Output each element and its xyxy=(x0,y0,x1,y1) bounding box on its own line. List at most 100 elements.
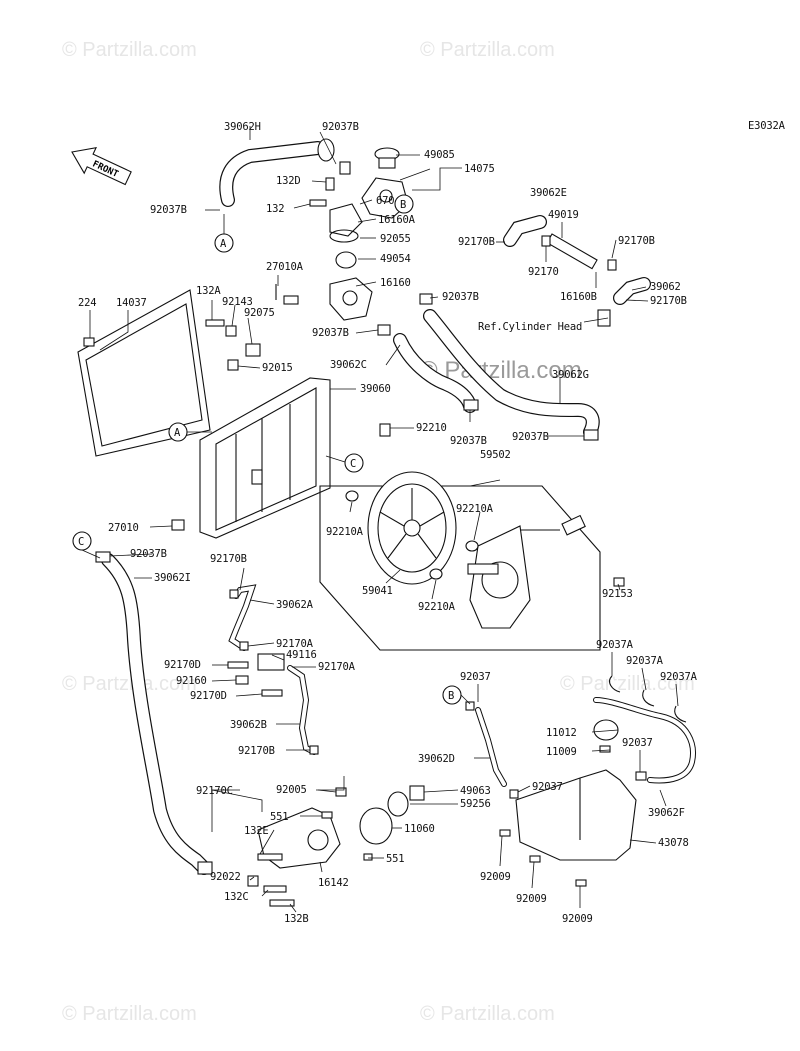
clamp-icon xyxy=(607,259,617,271)
part-label: 39060 xyxy=(360,383,391,395)
callout-b-lower: B xyxy=(442,685,471,705)
part-label: 39062E xyxy=(530,187,567,199)
clamp-icon xyxy=(197,861,213,875)
svg-text:C: C xyxy=(78,536,84,548)
part-label: 49063 xyxy=(460,785,491,797)
valve-49116-icon xyxy=(257,653,285,671)
part-labels: 39062H 92037B 49085 14075 132D 670 132 1… xyxy=(78,121,698,925)
part-label: 92037B xyxy=(450,435,487,447)
hose-39062d xyxy=(475,707,507,787)
clamp-icon xyxy=(229,589,239,599)
clamp-icon xyxy=(239,641,249,651)
part-label: 11009 xyxy=(546,746,577,758)
part-label: 59502 xyxy=(480,449,511,461)
dowel-icon xyxy=(321,811,333,819)
part-label: 39062C xyxy=(330,359,367,371)
grommet-icon xyxy=(379,423,391,437)
fan-motor-shroud-icon xyxy=(467,525,531,629)
grommet-icon xyxy=(465,540,479,552)
watermark: © Partzilla.com xyxy=(560,673,695,695)
clamp-icon xyxy=(583,429,599,441)
callout-b-upper: B xyxy=(394,194,414,214)
dowel-icon xyxy=(363,853,373,861)
part-label: 27010 xyxy=(108,522,139,534)
part-label: 132A xyxy=(196,285,221,297)
part-label: 92143 xyxy=(222,296,253,308)
clip-icon xyxy=(227,661,249,669)
callout-a-upper: A xyxy=(214,214,234,253)
radiator-cap-icon xyxy=(374,147,400,169)
watermark: © Partzilla.com xyxy=(420,1003,555,1025)
thermostat-icon xyxy=(335,251,357,269)
radiator-screen-14037-icon xyxy=(77,289,211,457)
clamp-icon xyxy=(463,399,479,411)
part-label: 14075 xyxy=(464,163,495,175)
fan-wiring-icon xyxy=(520,514,586,536)
part-label: 670 xyxy=(376,195,394,207)
hose-39062b xyxy=(287,665,317,755)
clamp-icon xyxy=(309,745,319,755)
part-label: 132 xyxy=(266,203,284,215)
part-label: 92210A xyxy=(418,601,456,613)
part-label: 92037A xyxy=(660,671,698,683)
part-label: 92037B xyxy=(130,548,167,560)
diagram-code: E3032A xyxy=(748,120,786,132)
bolt-icon xyxy=(257,853,283,861)
part-label: 92170C xyxy=(196,785,233,797)
part-label: 59041 xyxy=(362,585,393,597)
thermostat-cover-icon xyxy=(329,203,363,237)
part-label: 92210A xyxy=(456,503,494,515)
clamp-icon xyxy=(95,551,111,563)
clamp-icon xyxy=(339,161,351,175)
bolt-icon xyxy=(269,899,295,907)
bolt-icon xyxy=(529,855,541,863)
part-label: 132D xyxy=(276,175,301,187)
leader-lines xyxy=(89,126,679,913)
nut-icon xyxy=(227,359,239,371)
clip-icon xyxy=(335,787,347,797)
part-label: 59256 xyxy=(460,798,491,810)
part-label: 92037 xyxy=(532,781,563,793)
part-label: 16142 xyxy=(318,877,349,889)
watermark: © Partzilla.com xyxy=(62,673,197,695)
part-label: 92170B xyxy=(238,745,275,757)
callout-c-lower: C xyxy=(72,531,101,559)
part-label: 92037A xyxy=(626,655,664,667)
callout-a-lower: A xyxy=(168,422,212,442)
part-label: 39062A xyxy=(276,599,314,611)
part-label: 92037B xyxy=(322,121,359,133)
radiator-39060-icon xyxy=(199,377,331,539)
part-label: 92015 xyxy=(262,362,293,374)
part-label: 92075 xyxy=(244,307,275,319)
bolt-icon xyxy=(325,177,335,191)
bolt-icon xyxy=(263,885,287,893)
hose-39062g xyxy=(423,309,600,439)
part-label: 92170B xyxy=(458,236,495,248)
svg-text:C: C xyxy=(350,458,356,470)
part-label: 92037B xyxy=(442,291,479,303)
front-arrow-icon: FRONT xyxy=(71,147,132,186)
part-label: 39062F xyxy=(648,807,685,819)
part-label: 39062G xyxy=(552,369,589,381)
part-label: 92009 xyxy=(516,893,547,905)
watermark: © Partzilla.com xyxy=(62,39,197,61)
grommet-icon xyxy=(429,568,443,580)
valve-16160b-icon xyxy=(546,233,598,270)
reference-note: Ref.Cylinder Head xyxy=(478,321,582,333)
clamp-icon xyxy=(674,705,687,723)
seal-49063-icon xyxy=(409,785,425,801)
bolt-icon xyxy=(309,199,327,207)
part-label: 16160 xyxy=(380,277,411,289)
grommet-icon xyxy=(345,490,359,502)
callout-c-upper: C xyxy=(325,453,364,473)
part-label: 92210 xyxy=(416,422,447,434)
part-label: 92170A xyxy=(276,638,314,650)
fan-blade-59041-icon xyxy=(367,471,457,585)
part-label: 92022 xyxy=(210,871,241,883)
part-label: 132B xyxy=(284,913,309,925)
part-label: 11012 xyxy=(546,727,577,739)
part-label: 43078 xyxy=(658,837,689,849)
collar-icon xyxy=(245,343,261,357)
hose-39062i xyxy=(101,553,211,875)
part-label: 551 xyxy=(270,811,288,823)
